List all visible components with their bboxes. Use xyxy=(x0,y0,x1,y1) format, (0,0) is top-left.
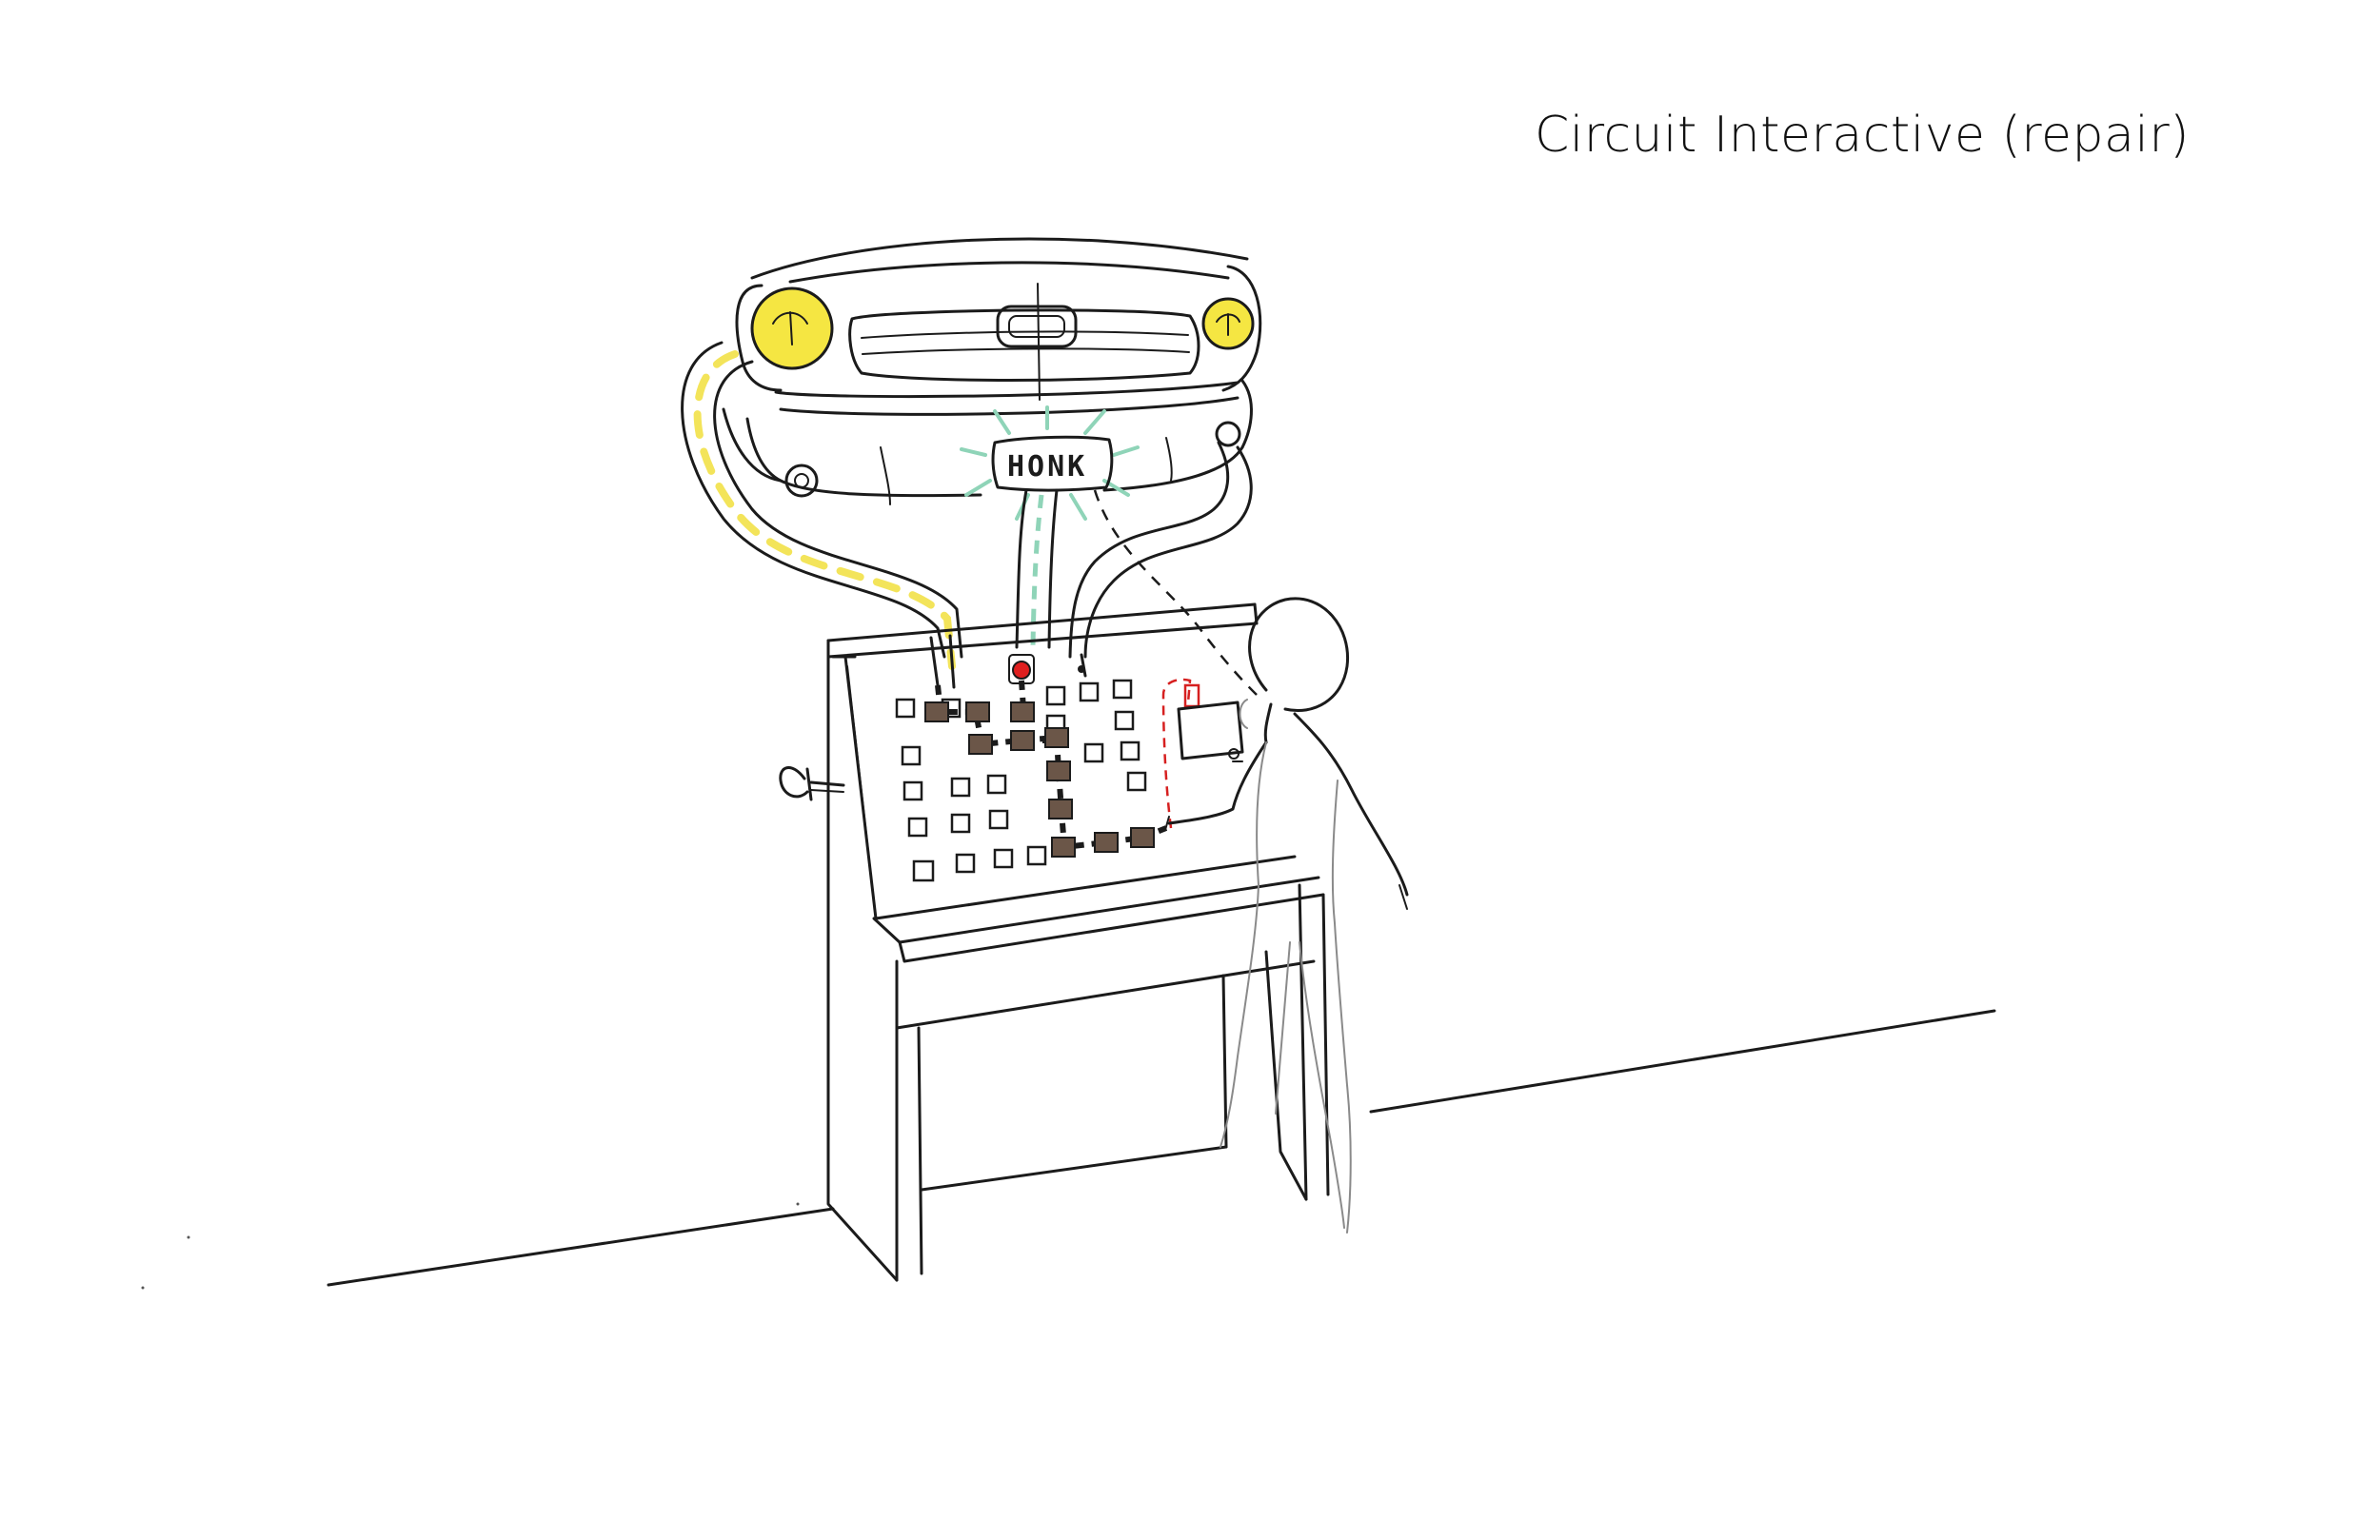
person-icon xyxy=(1164,597,1409,1234)
circuit-tile-icon xyxy=(1130,827,1155,848)
circuit-tile-icon xyxy=(1046,760,1071,781)
stray-mark xyxy=(796,1202,800,1206)
circuit-tile-icon xyxy=(965,701,990,722)
circuit-tiles xyxy=(924,701,1155,858)
panel-ports xyxy=(929,634,1087,689)
horn-label: HONK xyxy=(1007,450,1087,484)
circuit-tile-icon xyxy=(1044,727,1069,748)
stray-mark xyxy=(141,1286,145,1290)
circuit-tile-icon xyxy=(1010,730,1035,751)
circuit-tile-icon xyxy=(924,701,949,722)
stray-mark xyxy=(187,1235,190,1239)
circuit-tile-icon xyxy=(1048,799,1073,819)
circuit-tile-icon xyxy=(968,734,993,755)
red-bulb-icon xyxy=(1008,654,1035,684)
sensor-wire xyxy=(1093,489,1258,696)
right-headlight-icon xyxy=(1201,297,1255,350)
circuit-tile-icon xyxy=(1051,837,1076,858)
page-title: Circuit Interactive (repair) xyxy=(1534,107,2190,164)
floor-line xyxy=(327,1009,1996,1287)
car-front-icon xyxy=(722,237,1262,505)
red-marker xyxy=(1183,683,1200,708)
held-card xyxy=(1177,701,1244,760)
right-hose xyxy=(1068,441,1253,659)
left-hose xyxy=(681,341,963,670)
horn-sign-icon: HONK xyxy=(991,435,1114,492)
circuit-tile-icon xyxy=(1010,701,1035,722)
circuit-tile-icon xyxy=(1094,832,1119,853)
left-headlight-icon xyxy=(750,286,834,370)
cabinet xyxy=(826,602,1330,1282)
crank-handle-icon xyxy=(779,766,845,801)
